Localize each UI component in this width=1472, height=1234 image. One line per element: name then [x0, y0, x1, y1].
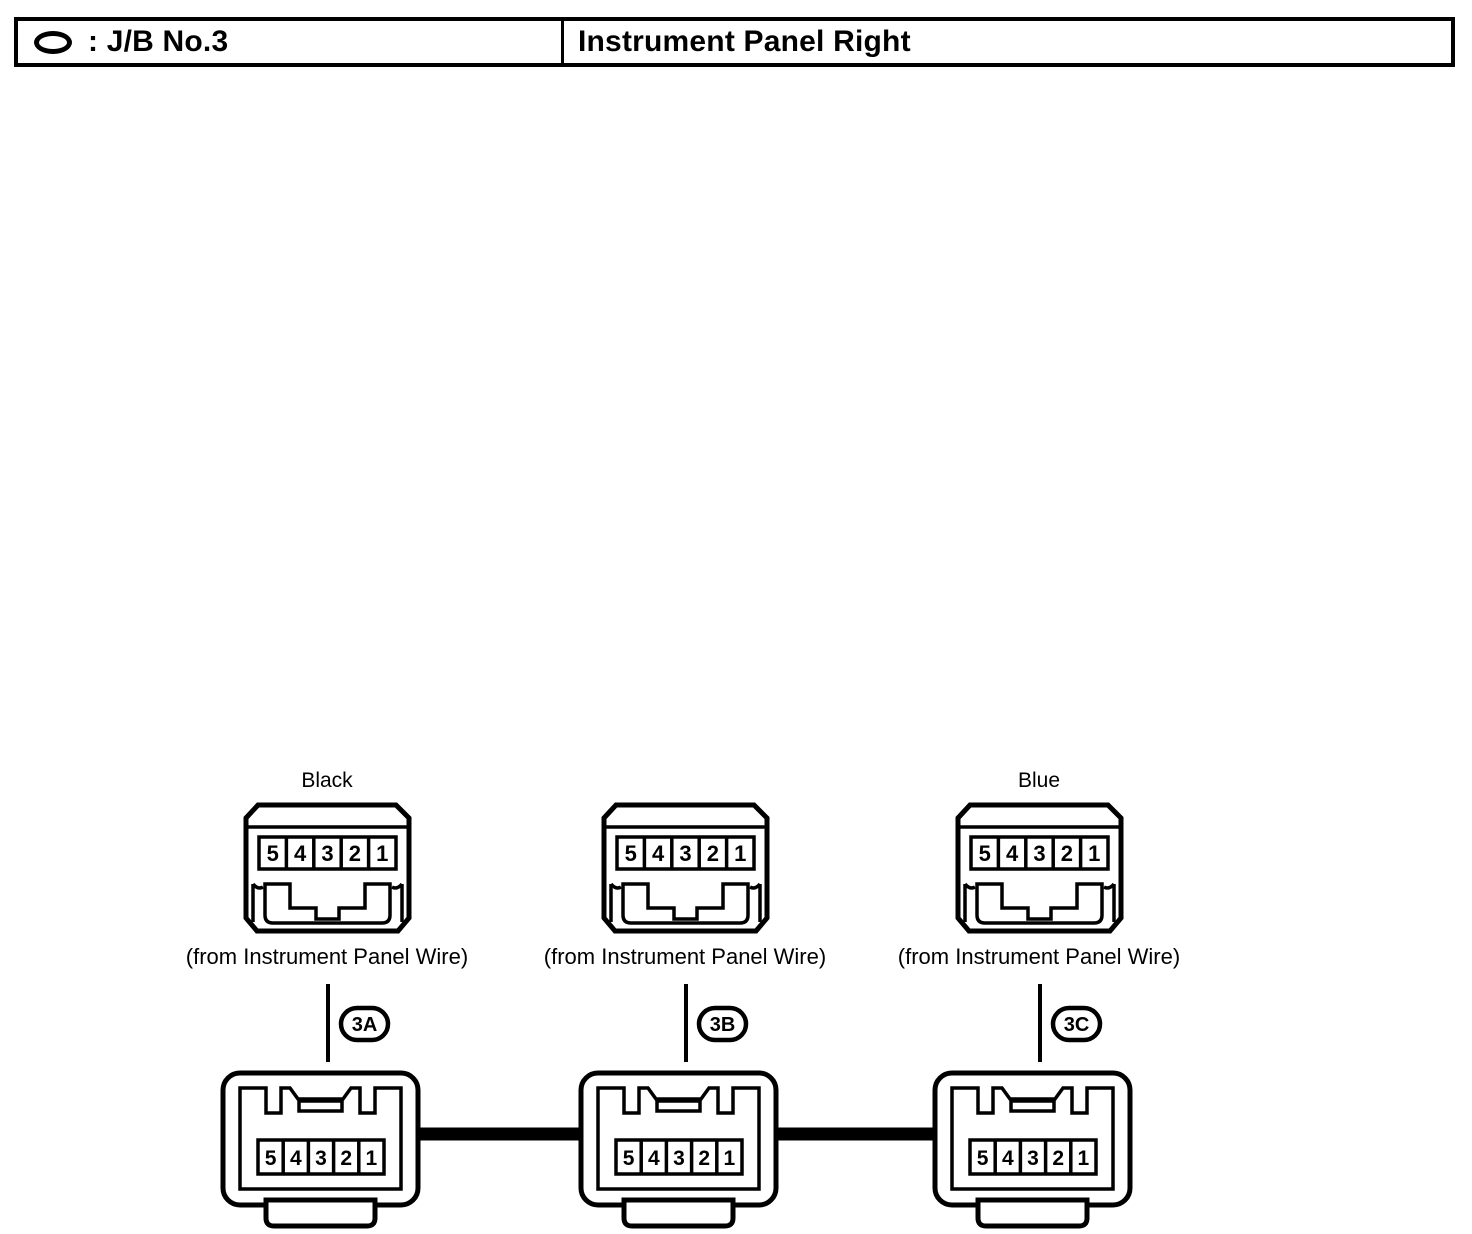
pin-row-lower-3c: 5 4 3 2 1 — [968, 1138, 1098, 1176]
pin-label: 3 — [673, 1147, 685, 1170]
pin-label: 5 — [267, 841, 279, 866]
pin-label: 2 — [1061, 841, 1073, 866]
pin-label: 4 — [1006, 841, 1019, 866]
pin-label: 4 — [652, 841, 665, 866]
pin-label: 3 — [315, 1147, 327, 1170]
pin-label: 2 — [1052, 1147, 1064, 1170]
upper-connector-3b: 5 4 3 2 1 — [601, 802, 770, 934]
pin-label: 4 — [294, 841, 307, 866]
connector-group-3a: Black 5 4 3 2 1 — [186, 769, 468, 1229]
pin-label: 1 — [1088, 841, 1100, 866]
title-cell: Instrument Panel Right — [564, 21, 1451, 63]
legend-label: : J/B No.3 — [88, 25, 229, 58]
badge-label-3a: 3A — [352, 1014, 378, 1036]
connector-group-3b: 5 4 3 2 1 (from Instrument Panel Wire) 3… — [544, 802, 826, 1229]
source-label-3c: (from Instrument Panel Wire) — [898, 944, 1180, 969]
badge-3c: 3C — [1050, 1005, 1103, 1043]
pin-label: 1 — [724, 1147, 736, 1170]
lower-connector-3c: 5 4 3 2 1 — [932, 1070, 1133, 1229]
pin-label: 5 — [977, 1147, 989, 1170]
pin-label: 5 — [979, 841, 991, 866]
pin-label: 3 — [679, 841, 691, 866]
lower-connector-3b: 5 4 3 2 1 — [578, 1070, 779, 1229]
pin-row-upper-3a: 5 4 3 2 1 — [257, 835, 398, 871]
legend-cell: : J/B No.3 — [18, 21, 564, 63]
pin-label: 4 — [1002, 1147, 1014, 1170]
upper-connector-3a: 5 4 3 2 1 — [243, 802, 412, 934]
oval-icon — [34, 30, 72, 54]
pin-label: 2 — [698, 1147, 710, 1170]
color-label-3a: Black — [301, 769, 353, 792]
connector-group-3c: Blue 5 4 3 2 1 (from Instrument Pa — [898, 769, 1180, 1229]
badge-3b: 3B — [696, 1005, 749, 1043]
legend-header-table: : J/B No.3 Instrument Panel Right — [14, 17, 1455, 67]
upper-connector-3c: 5 4 3 2 1 — [955, 802, 1124, 934]
pin-label: 1 — [734, 841, 746, 866]
badge-label-3c: 3C — [1064, 1014, 1090, 1036]
pin-label: 3 — [321, 841, 333, 866]
pin-label: 3 — [1033, 841, 1045, 866]
pin-label: 1 — [1078, 1147, 1090, 1170]
pin-label: 2 — [340, 1147, 352, 1170]
pin-label: 2 — [349, 841, 361, 866]
badge-3a: 3A — [338, 1005, 391, 1043]
pin-label: 5 — [265, 1147, 277, 1170]
pin-label: 4 — [290, 1147, 302, 1170]
pin-label: 2 — [707, 841, 719, 866]
pin-label: 5 — [625, 841, 637, 866]
source-label-3b: (from Instrument Panel Wire) — [544, 944, 826, 969]
pin-row-upper-3c: 5 4 3 2 1 — [969, 835, 1110, 871]
source-label-3a: (from Instrument Panel Wire) — [186, 944, 468, 969]
pin-label: 3 — [1027, 1147, 1039, 1170]
badge-label-3b: 3B — [710, 1014, 736, 1036]
color-label-3c: Blue — [1018, 769, 1060, 792]
pin-label: 1 — [366, 1147, 378, 1170]
page-title: Instrument Panel Right — [578, 25, 911, 58]
pin-row-upper-3b: 5 4 3 2 1 — [615, 835, 756, 871]
pin-row-lower-3a: 5 4 3 2 1 — [256, 1138, 386, 1176]
pin-label: 1 — [376, 841, 388, 866]
pin-label: 5 — [623, 1147, 635, 1170]
pin-row-lower-3b: 5 4 3 2 1 — [614, 1138, 744, 1176]
pin-label: 4 — [648, 1147, 660, 1170]
lower-connector-3a: 5 4 3 2 1 — [220, 1070, 421, 1229]
